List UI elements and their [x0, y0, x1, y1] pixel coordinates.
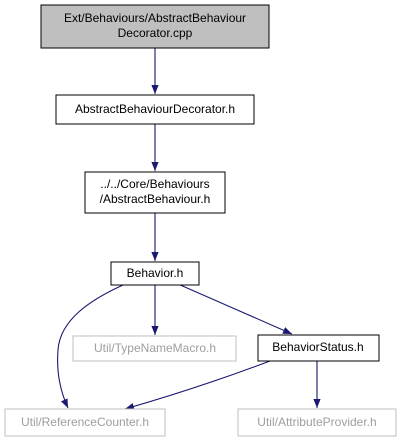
node-behavior-h-box	[110, 261, 200, 286]
node-behavior-status-h[interactable]: BehaviorStatus.h	[257, 334, 380, 362]
edge-behavior-h-to-behavior-status-h	[177, 283, 293, 335]
edge-behavior-h-to-reference-counter-h	[57, 284, 124, 409]
node-attribute-provider-h-box	[237, 408, 397, 437]
node-behavior-status-h-label: BehaviorStatus.h	[272, 340, 363, 354]
node-reference-counter-h[interactable]: Util/ReferenceCounter.h	[4, 408, 166, 437]
node-behavior-h-label: Behavior.h	[127, 266, 184, 280]
node-abstract-behaviour-h[interactable]: ../../Core/Behaviours /AbstractBehaviour…	[84, 171, 226, 214]
edges-layer	[57, 48, 321, 410]
node-abstract-behaviour-decorator-h-label: AbstractBehaviourDecorator.h	[75, 102, 235, 116]
node-attribute-provider-h[interactable]: Util/AttributeProvider.h	[237, 408, 397, 437]
node-abstract-behaviour-h-label-line1: ../../Core/Behaviours	[100, 177, 209, 191]
node-behavior-status-h-box	[257, 334, 380, 362]
edge-behavior-status-h-to-reference-counter-h	[124, 360, 271, 410]
node-attribute-provider-h-label: Util/AttributeProvider.h	[257, 415, 376, 429]
node-abstract-behaviour-decorator-h-box	[55, 94, 255, 125]
node-abstract-behaviour-h-label-line2: /AbstractBehaviour.h	[100, 192, 211, 206]
node-reference-counter-h-box	[4, 408, 166, 437]
node-abstract-behaviour-decorator-h[interactable]: AbstractBehaviourDecorator.h	[55, 94, 255, 125]
node-reference-counter-h-label: Util/ReferenceCounter.h	[21, 415, 149, 429]
node-type-name-macro-h-box	[72, 335, 237, 362]
node-type-name-macro-h-label: Util/TypeNameMacro.h	[94, 341, 216, 355]
node-root-file-label-line1: Ext/Behaviours/AbstractBehaviour	[64, 11, 246, 25]
node-root-file[interactable]: Ext/Behaviours/AbstractBehaviour Decorat…	[40, 4, 270, 49]
nodes-layer: Ext/Behaviours/AbstractBehaviour Decorat…	[4, 4, 397, 437]
node-behavior-h[interactable]: Behavior.h	[110, 261, 200, 286]
node-root-file-label-line2: Decorator.cpp	[118, 26, 193, 40]
node-abstract-behaviour-h-box	[84, 171, 226, 214]
node-type-name-macro-h[interactable]: Util/TypeNameMacro.h	[72, 335, 237, 362]
node-root-file-box	[40, 4, 270, 49]
